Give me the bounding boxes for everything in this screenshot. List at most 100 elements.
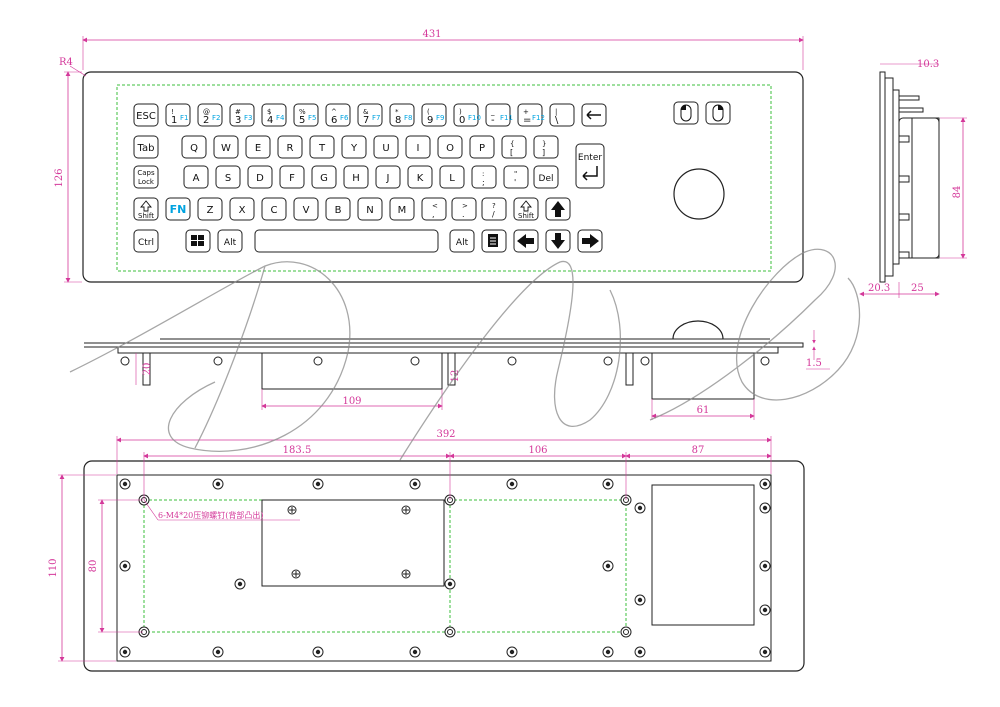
key-row1-4[interactable] [293,103,319,127]
key-row1-3[interactable] [261,103,287,127]
key-ctrl[interactable] [133,229,159,253]
key-letter[interactable] [247,165,273,189]
left-mouse-button[interactable] [673,101,699,125]
key-del-label: Del [539,174,554,184]
screw-center [122,563,128,569]
key-row1-0[interactable] [165,103,191,127]
key-letter[interactable] [437,135,463,159]
dim-overall-width: 431 [422,29,441,40]
screw-center [122,649,128,655]
key-letter[interactable] [357,197,383,221]
key-row1-2[interactable] [229,103,255,127]
cross-mark [289,507,295,513]
key-main-char: 2 [203,115,209,126]
key-punctuation[interactable] [503,165,529,189]
key-letter[interactable] [341,135,367,159]
key-alt-right[interactable] [449,229,475,253]
key-function-label: F2 [212,114,220,122]
key-caps-lock[interactable] [133,165,159,189]
key-fn[interactable] [165,197,191,221]
key-shift-char: @ [203,108,210,116]
key-letter[interactable] [183,165,209,189]
key-main-char: 1 [171,115,177,126]
key-shift-char: % [299,108,306,116]
key-space[interactable] [254,229,439,253]
key-letter[interactable] [469,135,495,159]
left-mouse-button-icon [680,104,692,122]
trackball-icon[interactable] [673,168,725,220]
key-letter[interactable] [407,165,433,189]
key-letter[interactable] [325,197,351,221]
press-stud-icon [444,626,456,638]
key-letter[interactable] [405,135,431,159]
dim-bottom-span-right: 87 [692,445,705,456]
keyboard-cutout-guide [116,84,772,272]
key-esc[interactable] [133,103,159,127]
key-letter[interactable] [213,135,239,159]
key-letter[interactable] [311,165,337,189]
key-main-char: = [523,115,531,126]
key-letter[interactable] [277,135,303,159]
screw-center [762,607,768,613]
key-main-char: [ [510,148,513,157]
key-row1-1[interactable] [197,103,223,127]
key-letter[interactable] [373,135,399,159]
key-alt-left[interactable] [217,229,243,253]
key-row1-9[interactable] [453,103,479,127]
key-letter[interactable] [439,165,465,189]
key-main-char: \ [555,115,559,126]
key-shift-left[interactable] [133,197,159,221]
key-bracket[interactable] [501,135,527,159]
key-shift-char: ) [459,108,462,116]
key-ctrl-label: Ctrl [138,238,154,248]
key-letter-label: R [287,143,294,154]
key-letter-label: A [193,173,200,184]
key-row1-12[interactable] [549,103,575,127]
key-letter[interactable] [261,197,287,221]
key-punctuation[interactable] [421,197,447,221]
key-punctuation[interactable] [481,197,507,221]
key-shift-char: ^ [331,108,337,116]
right-mouse-button[interactable] [705,101,731,125]
key-row1-8[interactable] [421,103,447,127]
key-bracket[interactable] [533,135,559,159]
key-letter[interactable] [389,197,415,221]
key-letter[interactable] [293,197,319,221]
key-punctuation[interactable] [471,165,497,189]
key-main-char: - [491,115,495,126]
dim-overall-height: 126 [54,168,65,187]
key-shift-right-label: Shift [518,212,534,220]
key-letter[interactable] [309,135,335,159]
key-row1-10[interactable] [485,103,511,127]
key-letter[interactable] [197,197,223,221]
dim-side-bottom-left: 20.3 [868,283,890,294]
key-letter-label: P [479,143,485,154]
key-letter[interactable] [181,135,207,159]
key-tab[interactable] [133,135,159,159]
key-letter[interactable] [215,165,241,189]
key-del[interactable] [533,165,559,189]
key-punctuation[interactable] [451,197,477,221]
key-letter[interactable] [229,197,255,221]
right-mouse-button-icon [712,104,724,122]
key-main-char: 4 [267,115,273,126]
key-row1-11[interactable] [517,103,543,127]
screw-center [237,581,243,587]
dim-bottom-span-total: 392 [436,429,455,440]
key-letter[interactable] [245,135,271,159]
key-caps-label-1: Caps [137,169,155,177]
key-row1-7[interactable] [389,103,415,127]
key-row1-5[interactable] [325,103,351,127]
key-shift-right[interactable] [513,197,539,221]
key-letter[interactable] [279,165,305,189]
key-row1-6[interactable] [357,103,383,127]
key-function-label: F9 [436,114,444,122]
dim-section-thickness: 1.5 [806,358,822,369]
key-letter[interactable] [375,165,401,189]
key-letter[interactable] [343,165,369,189]
screw-center [637,597,643,603]
key-function-label: F5 [308,114,316,122]
bottom-panel-outline [83,460,805,672]
cross-mark [403,507,409,513]
key-enter[interactable] [575,143,605,189]
